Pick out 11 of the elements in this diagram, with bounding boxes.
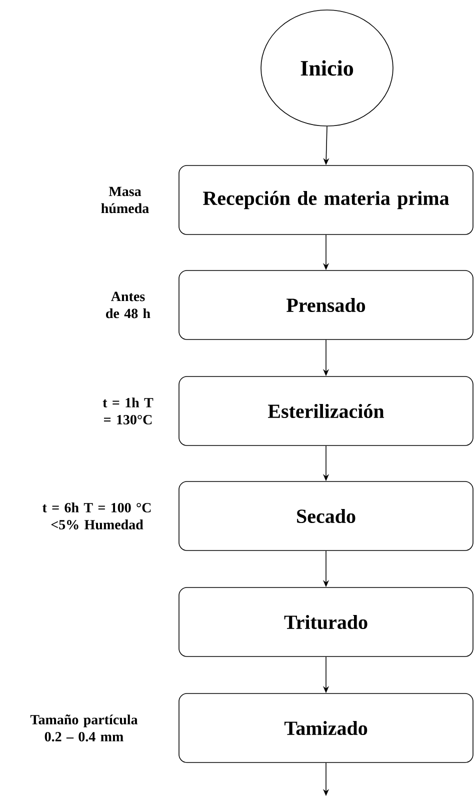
process-box: Prensado bbox=[178, 270, 474, 340]
step-note: t = 6h T = 100 °C <5% Humedad bbox=[42, 502, 151, 530]
step-note: t = 1h T = 130°C bbox=[102, 398, 154, 424]
process-box: Secado bbox=[178, 481, 474, 551]
process-box: Tamizado bbox=[178, 693, 474, 763]
process-box: Esterilización bbox=[178, 376, 474, 446]
process-box: Recepción de materia prima bbox=[178, 165, 474, 235]
process-box: Triturado bbox=[178, 587, 474, 657]
step-note: Masa húmeda bbox=[101, 186, 149, 214]
step-note: Tamaño partícula 0.2 – 0.4 mm bbox=[30, 714, 138, 742]
step-note: Antes de 48 h bbox=[106, 292, 150, 318]
